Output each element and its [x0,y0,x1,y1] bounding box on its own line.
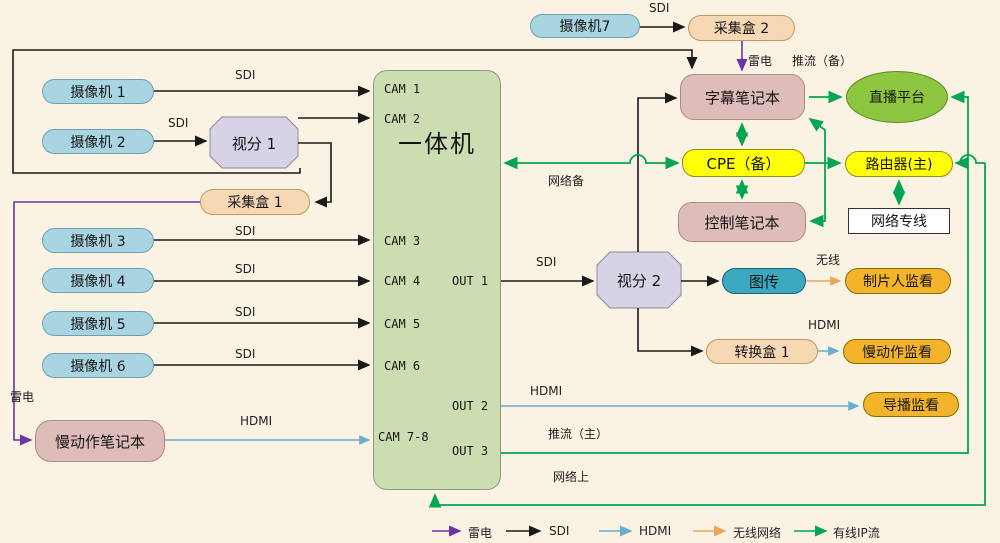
port-cam6: CAM 6 [384,359,421,373]
edge-vsplit2-subtitle [637,92,678,252]
node-all-in-one-switcher-title: 一体机 [398,129,476,158]
edge-vsplit1-subtitle [12,49,698,174]
edge-vsplit2-converter1 [637,308,704,357]
label-sdi-cam5: SDI [235,305,256,319]
port-out3: OUT 3 [452,444,489,458]
node-camera-2: 摄像机 2 [42,129,154,154]
edge-capture1-slowlaptop [13,201,200,446]
label-hdmi-out2: HDMI [530,384,563,398]
node-dedicated-network-line: 网络专线 [848,208,950,234]
node-camera-1: 摄像机 1 [42,79,154,104]
label-network-main: 网络上 [553,470,590,484]
edge-netmain-router [954,154,985,170]
legend-thunder-label: 雷电 [468,526,493,540]
label-sdi-cam4: SDI [235,262,256,276]
node-camera-5: 摄像机 5 [42,311,154,336]
label-thunderbolt-top: 雷电 [748,54,773,68]
node-capture-box-1: 采集盒 1 [200,189,310,215]
label-network-backup: 网络备 [548,174,585,188]
node-camera-3: 摄像机 3 [42,228,154,253]
port-out2: OUT 2 [452,399,489,413]
port-cam2: CAM 2 [384,112,421,126]
vsplit2-octagon [596,251,682,309]
node-producer-monitor: 制片人监看 [845,268,951,294]
node-cpe-backup: CPE（备） [682,149,805,177]
port-cam3: CAM 3 [384,234,421,248]
node-all-in-one-switcher [373,70,501,490]
vsplit1-octagon [209,116,299,169]
label-hdmi-converter: HDMI [808,318,841,332]
node-control-laptop: 控制笔记本 [678,202,806,242]
node-camera-7: 摄像机7 [530,14,640,38]
node-camera-4: 摄像机 4 [42,268,154,293]
label-sdi-cam7: SDI [649,1,670,15]
edge-pushmain-out3-live [501,90,969,454]
legend-sdi-label: SDI [549,524,570,538]
node-video-transmitter: 图传 [722,268,806,294]
edge-netbackup-switcher-cpe [503,154,680,170]
label-sdi-cam3: SDI [235,224,256,238]
node-subtitle-laptop: 字幕笔记本 [680,74,805,120]
node-video-splitter-1: 视分 1 [231,134,277,153]
edge-vsplit1-capture1 [298,142,332,208]
node-live-platform: 直播平台 [846,71,948,123]
label-hdmi-cam78: HDMI [240,414,273,428]
label-sdi-cam6: SDI [235,347,256,361]
node-slow-motion-laptop: 慢动作笔记本 [35,420,165,462]
legend-wiredip-label: 有线IP流 [833,526,880,540]
node-slow-motion-monitor: 慢动作监看 [843,339,951,364]
label-push-backup: 推流（备） [792,54,853,68]
node-camera-6: 摄像机 6 [42,353,154,378]
port-cam5: CAM 5 [384,317,421,331]
port-out1: OUT 1 [452,274,489,288]
legend-wireless-label: 无线网络 [733,526,782,540]
edge-netmain-switcher [428,163,986,508]
label-sdi-cam2: SDI [168,116,189,130]
node-director-monitor: 导播监看 [863,392,959,417]
label-wireless: 无线 [816,253,841,267]
node-capture-box-2: 采集盒 2 [688,15,795,41]
label-sdi-cam1: SDI [235,68,256,82]
label-thunderbolt-left: 雷电 [10,390,35,404]
node-converter-box-1: 转换盒 1 [706,339,818,364]
node-router-main: 路由器(主) [845,151,953,177]
legend-hdmi-label: HDMI [639,524,672,538]
edge-junction-subtitle [808,117,826,163]
edge-junction-control [809,163,826,228]
port-cam4: CAM 4 [384,274,421,288]
label-sdi-out1: SDI [536,255,557,269]
label-push-main: 推流（主） [548,427,609,441]
port-cam1: CAM 1 [384,82,421,96]
node-video-splitter-2: 视分 2 [616,271,662,290]
port-cam7-8: CAM 7-8 [378,430,429,444]
